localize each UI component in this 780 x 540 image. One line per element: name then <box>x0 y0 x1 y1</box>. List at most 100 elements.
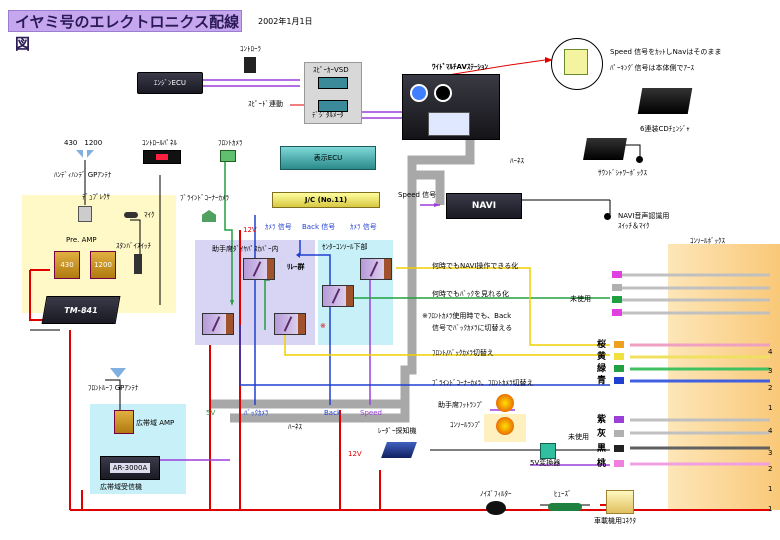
tm841-label: TM-841 <box>63 305 99 315</box>
speed-note-1: Speed 信号をｶｯﾄしNavはそのまま <box>610 48 722 56</box>
radar-device <box>381 442 417 458</box>
display-ecu-label: 表示ECU <box>313 154 343 162</box>
amp-1200-label: 1200 <box>94 261 112 269</box>
speaker-vsd-label: ｽﾋﾟｰｶｰVSD <box>313 66 349 74</box>
console-wires <box>620 273 770 466</box>
mic-label: ﾏｲｸ <box>144 211 155 219</box>
relay-3 <box>274 313 306 335</box>
relay-switch <box>211 316 221 332</box>
back-camera-label: ﾊﾞｯｸｶﾒﾗ <box>244 409 269 417</box>
av-station-dial-right <box>434 84 452 102</box>
connector-label: 車載機用ｺﾈｸﾀ <box>594 517 636 525</box>
note-front-1: ※ﾌﾛﾝﾄｶﾒﾗ使用時でも、Back <box>422 312 512 320</box>
bottom-num-label: 1 <box>768 505 773 513</box>
speed-signal-label: Speed 信号 <box>398 191 437 199</box>
connector-green <box>612 296 622 303</box>
controller-label: ｺﾝﾄﾛｰﾗ <box>240 45 261 53</box>
note-front-2: 信号でﾊﾞｯｸｶﾒﾗに切替える <box>432 324 513 332</box>
relay-1 <box>243 258 275 280</box>
relay-coil <box>267 259 274 279</box>
front-roof-antenna-icon <box>110 368 126 378</box>
connector-magenta <box>612 271 622 278</box>
control-panel-label: ｺﾝﾄﾛｰﾙﾊﾟﾈﾙ <box>142 139 177 147</box>
controller-device <box>244 57 256 73</box>
receiver-label: 広帯域受信機 <box>100 483 142 491</box>
center-console-label: ｾﾝﾀｰｺﾝｿｰﾙ下部 <box>322 243 368 251</box>
wide-station-label: ﾜｲﾄﾞﾏﾙﾁAVｽﾃｰｼｮﾝ <box>432 63 488 71</box>
blind-front-switch-label: ﾌﾞﾗｲﾝﾄﾞｺｰﾅｰｶﾒﾗ、ﾌﾛﾝﾄｶﾒﾗ切替え <box>432 379 534 387</box>
purple-wires <box>160 79 610 466</box>
wire-num-8: 1 <box>768 485 773 493</box>
passenger-lamp-label: 助手席ﾌｯﾄﾗﾝﾌﾟ <box>438 401 484 409</box>
unused-label-1: 未使用 <box>570 295 591 303</box>
av-station-screen <box>428 112 470 136</box>
relay-5 <box>322 285 354 307</box>
v12-label-a: 12V <box>243 226 257 234</box>
engine-ecu: ｴﾝｼﾞﾝECU <box>137 72 203 94</box>
navi-mic-dot <box>604 213 611 220</box>
date-label: 2002年1月1日 <box>258 17 313 26</box>
wire-color-pink: 桃 <box>597 459 607 469</box>
relay-switch <box>369 261 379 277</box>
connector-magenta-2 <box>612 309 622 316</box>
v5-label: 5V <box>206 409 216 417</box>
connector-blue <box>614 377 624 384</box>
relay-switch <box>283 316 293 332</box>
connector-orange <box>614 341 624 348</box>
wire-num-5: 4 <box>768 427 773 435</box>
front-back-switch-label: ﾌﾛﾝﾄ/ﾊﾞｯｸｶﾒﾗ切替え <box>432 349 494 357</box>
speed-note-2: ﾊﾟｰｷﾝｸﾞ信号は本体側でｱｰｽ <box>610 64 694 72</box>
speed-sensor-label: ｽﾋﾟｰﾄﾞ連動 <box>248 100 283 108</box>
relay-note-mark: ※ <box>320 322 326 330</box>
duplexer-label: ﾃﾞｭﾌﾟﾚｸｻ <box>82 193 110 201</box>
ham-antenna-label: ﾊﾝﾃﾞｨﾊﾝﾃﾞ GPｱﾝﾃﾅ <box>54 171 112 179</box>
connector-black <box>614 445 624 452</box>
wideband-amp-device <box>114 410 134 434</box>
receiver-model-label: AR-3000A <box>109 463 151 473</box>
standby-switch-label: ｽﾀﾝﾊﾞｲｽｲｯﾁ <box>116 242 151 250</box>
passenger-area-label: 助手席ﾀﾞｲﾔﾊﾟｽｶﾊﾞｰ内 <box>212 245 279 253</box>
relay-coil <box>346 286 353 306</box>
noise-filter-label: ﾉｲｽﾞﾌｨﾙﾀｰ <box>480 490 512 498</box>
control-panel-indicator <box>156 154 168 160</box>
antenna-freq-label: 430 1200 <box>64 139 103 147</box>
cd-changer-label: 6連装CDﾁｪﾝｼﾞｬ <box>640 125 690 133</box>
harness-label-bottom: ﾊｰﾈｽ <box>288 423 302 431</box>
subwoofer-label: ｻｳﾝﾄﾞｼｬﾜｰﾎﾞｯｸｽ <box>598 169 647 177</box>
wire-color-purple: 紫 <box>597 415 607 425</box>
subwoofer-device <box>583 138 627 160</box>
ham-antenna-icon <box>76 150 94 160</box>
connector-grey <box>612 284 622 291</box>
relay-4 <box>360 258 392 280</box>
harness-paths <box>210 130 475 423</box>
passenger-lamp-icon <box>496 394 514 412</box>
wire-num-6: 3 <box>768 449 773 457</box>
console-lamp-icon <box>496 417 514 435</box>
navi-unit: NAVI <box>446 193 522 219</box>
cd-changer-device <box>637 88 693 114</box>
wire-color-grey: 灰 <box>597 429 607 439</box>
wire-num-3: 3 <box>768 367 773 375</box>
note-navi: 何時でもNAVI操作できる化 <box>432 262 519 270</box>
digital-meter-device <box>318 100 348 112</box>
speed-wire-label: Speed <box>360 409 382 417</box>
fuse-device <box>548 503 582 511</box>
harness-label-top: ﾊｰﾈｽ <box>510 157 524 165</box>
wire-num-2: 1 <box>768 404 773 412</box>
connector-pink <box>614 460 624 467</box>
v5-converter-label: 5V変換器 <box>530 459 561 467</box>
mic-device <box>124 212 138 218</box>
navi-mic-label-1: NAVI音声認識用 <box>618 212 670 220</box>
wire-color-green: 緑 <box>597 364 607 374</box>
relay-2 <box>202 313 234 335</box>
page-title: イヤミ号のエレクトロニクス配線図 <box>8 10 242 53</box>
relay-group-label: ﾘﾚｰ群 <box>287 263 305 271</box>
front-camera-device <box>220 150 236 162</box>
control-panel-device <box>143 150 181 164</box>
front-roof-antenna-label: ﾌﾛﾝﾄﾙｰﾌ GPｱﾝﾃﾅ <box>88 384 139 392</box>
standby-switch-device <box>134 254 142 274</box>
camera-signal-label: ｶﾒﾗ 信号 <box>265 223 292 231</box>
fuse-label: ﾋｭｰｽﾞ <box>554 490 572 498</box>
back-signal-label: Back 信号 <box>302 223 336 231</box>
blue-wires <box>239 215 610 405</box>
